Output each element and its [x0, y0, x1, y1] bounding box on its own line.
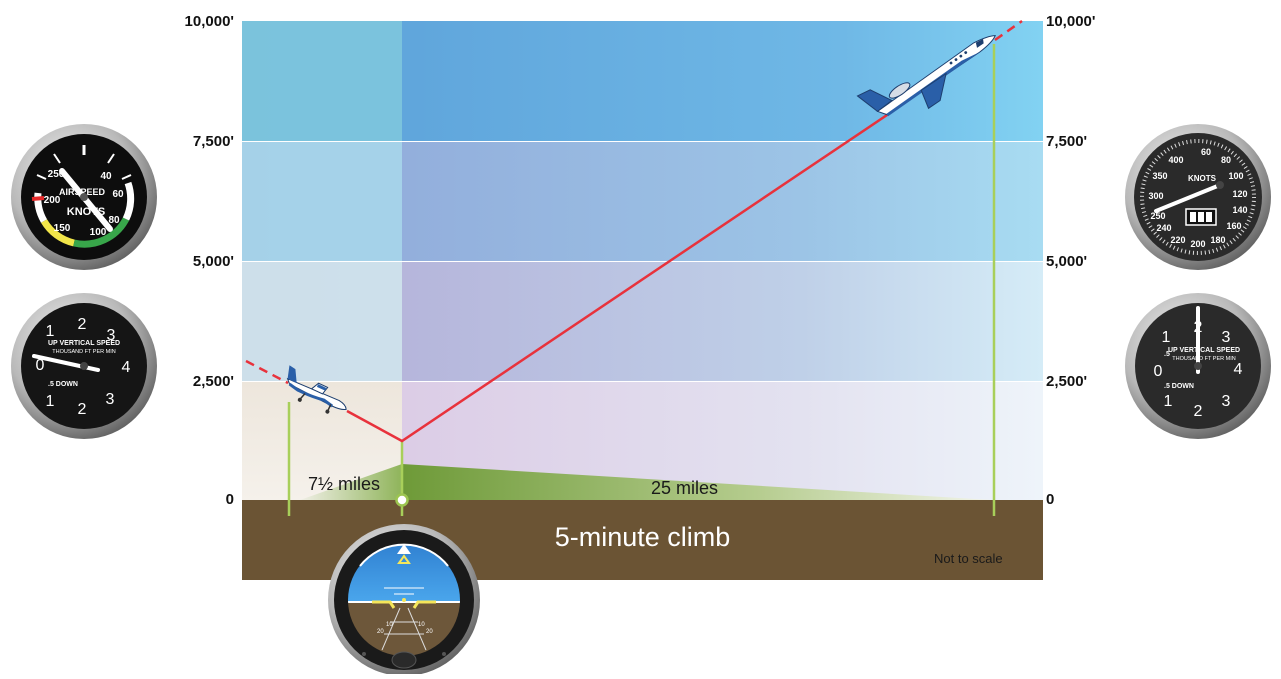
- svg-text:350: 350: [1152, 171, 1167, 181]
- svg-text:4: 4: [1234, 361, 1243, 378]
- altitude-label-10000-left: 10,000': [184, 13, 234, 30]
- svg-text:0: 0: [36, 357, 45, 374]
- ground-caption: 5-minute climb: [554, 522, 731, 552]
- left-column-2: [242, 142, 402, 261]
- altitude-label-7500-left: 7,500': [192, 133, 234, 150]
- svg-text:100: 100: [90, 227, 107, 238]
- altitude-label-0-right: 0: [1046, 491, 1055, 508]
- flight-path-extension-left: [245, 359, 289, 385]
- left-column-top: [242, 21, 402, 141]
- svg-text:80: 80: [1221, 155, 1231, 165]
- transition-point: [395, 493, 409, 507]
- altitude-label-5000-left: 5,000': [192, 253, 234, 270]
- svg-text:2: 2: [78, 316, 87, 333]
- svg-text:1: 1: [46, 393, 55, 410]
- altitude-label-10000-right: 10,000': [1046, 13, 1096, 30]
- svg-text:80: 80: [108, 215, 120, 226]
- svg-text:180: 180: [1210, 235, 1225, 245]
- svg-text:200: 200: [44, 195, 61, 206]
- svg-text:THOUSAND FT PER MIN: THOUSAND FT PER MIN: [1172, 356, 1235, 362]
- svg-text:140: 140: [1232, 205, 1247, 215]
- svg-text:60: 60: [112, 189, 124, 200]
- airspeed-indicator-jet: 60 80 100 120 140 160 180 200 220 240 25…: [1125, 124, 1271, 270]
- attitude-indicator: 10 10 20 20: [328, 524, 480, 676]
- altitude-label-2500-right: 2,500': [1046, 373, 1088, 390]
- svg-text:THOUSAND FT PER MIN: THOUSAND FT PER MIN: [52, 349, 115, 355]
- svg-text:200: 200: [1190, 239, 1205, 249]
- vsi-right-label: UP VERTICAL SPEED: [1168, 347, 1240, 354]
- svg-text:10: 10: [418, 622, 425, 628]
- svg-text:160: 160: [1226, 221, 1241, 231]
- svg-text:100: 100: [1228, 171, 1243, 181]
- svg-text:250: 250: [1150, 211, 1165, 221]
- svg-text:20: 20: [377, 629, 384, 635]
- vertical-speed-indicator-small-plane: UP VERTICAL SPEED THOUSAND FT PER MIN 0 …: [11, 293, 157, 439]
- svg-text:10: 10: [386, 622, 393, 628]
- svg-text:60: 60: [1201, 147, 1211, 157]
- left-column-3: [242, 262, 402, 381]
- svg-text:1: 1: [1164, 393, 1173, 410]
- jet-airspeed-units: KNOTS: [1188, 174, 1217, 183]
- svg-text:150: 150: [54, 223, 71, 234]
- svg-text:0: 0: [1154, 363, 1163, 380]
- svg-text:2: 2: [78, 401, 87, 418]
- altitude-label-0-left: 0: [225, 491, 234, 508]
- svg-text:400: 400: [1168, 155, 1183, 165]
- svg-text:40: 40: [100, 171, 112, 182]
- svg-text:3: 3: [1222, 329, 1231, 346]
- svg-text:3: 3: [107, 327, 116, 344]
- altitude-label-5000-right: 5,000': [1046, 253, 1088, 270]
- descent-distance-wedge: [300, 464, 402, 500]
- airspeed-indicator-small-plane: AIRSPEED KNOTS 250 40 60 200 80 150 100: [11, 124, 157, 270]
- svg-text:2: 2: [1194, 403, 1203, 420]
- svg-text:.5: .5: [1164, 351, 1170, 358]
- vsi-left-label: UP VERTICAL SPEED: [48, 340, 120, 347]
- svg-text:1: 1: [46, 323, 55, 340]
- svg-text:3: 3: [1222, 393, 1231, 410]
- svg-text:.5 DOWN: .5 DOWN: [48, 381, 78, 388]
- altitude-label-2500-left: 2,500': [192, 373, 234, 390]
- svg-text:220: 220: [1170, 235, 1185, 245]
- jet-icon: [856, 35, 996, 117]
- distance-label-first: 7½ miles: [308, 474, 381, 494]
- svg-text:.5 DOWN: .5 DOWN: [1164, 383, 1194, 390]
- scale-note: Not to scale: [934, 551, 1003, 566]
- altitude-label-7500-right: 7,500': [1046, 133, 1088, 150]
- svg-text:240: 240: [1156, 223, 1171, 233]
- svg-text:20: 20: [426, 629, 433, 635]
- vertical-speed-indicator-jet: UP VERTICAL SPEED THOUSAND FT PER MIN 0 …: [1125, 293, 1271, 439]
- svg-text:4: 4: [122, 359, 131, 376]
- flight-path: [346, 109, 894, 443]
- distance-label-second: 25 miles: [651, 478, 719, 498]
- svg-text:3: 3: [106, 391, 115, 408]
- small-plane-icon: [286, 365, 347, 414]
- svg-text:120: 120: [1232, 189, 1247, 199]
- svg-text:250: 250: [48, 169, 65, 180]
- flight-path-extension-right: [994, 19, 1023, 42]
- svg-text:300: 300: [1148, 191, 1163, 201]
- svg-text:1: 1: [1162, 329, 1171, 346]
- climb-distance-wedge: [402, 464, 992, 500]
